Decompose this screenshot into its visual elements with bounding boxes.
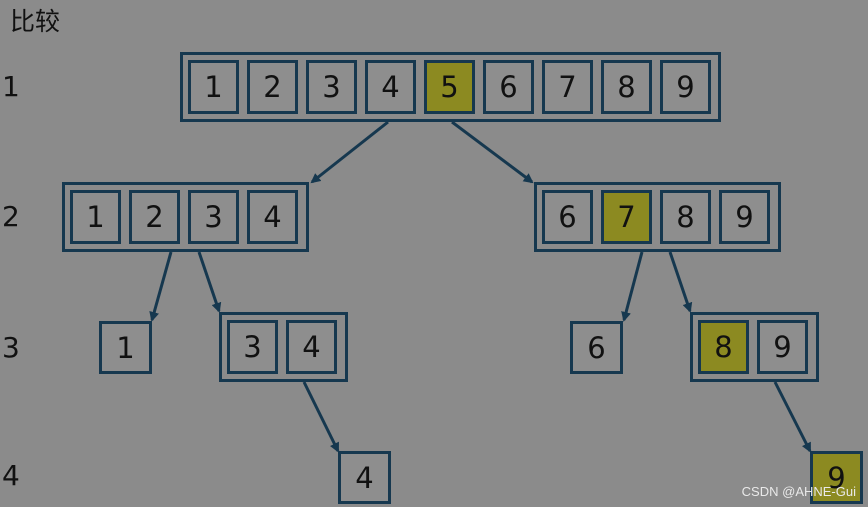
array-cell-2: 2 <box>247 60 298 114</box>
array-cell-4: 4 <box>365 60 416 114</box>
array-cell-6: 6 <box>483 60 534 114</box>
array-cell-3: 3 <box>227 320 278 374</box>
array-cell-5-pivot: 5 <box>424 60 475 114</box>
edge-arrow-n3b-to-n4a <box>302 381 340 453</box>
array-cell-2: 2 <box>129 190 180 244</box>
array-cell-9: 9 <box>757 320 808 374</box>
edge-arrow-n1-to-n2l <box>310 120 389 184</box>
subarray-node-n1 <box>180 52 721 122</box>
row-label-1: 1 <box>2 70 20 103</box>
edge-arrow-n1-to-n2r <box>451 120 534 184</box>
array-cell-7-pivot: 7 <box>601 190 652 244</box>
array-cell-8: 8 <box>660 190 711 244</box>
diagram-title: 比较 <box>10 7 61 36</box>
watermark: CSDN @AHNE-Gui <box>741 484 856 499</box>
array-cell-4: 4 <box>286 320 337 374</box>
array-cell-7: 7 <box>542 60 593 114</box>
array-cell-8-pivot: 8 <box>698 320 749 374</box>
array-cell-4: 4 <box>247 190 298 244</box>
array-cell-6: 6 <box>542 190 593 244</box>
array-cell-1: 1 <box>70 190 121 244</box>
array-cell-8: 8 <box>601 60 652 114</box>
array-cell-4: 4 <box>338 451 391 504</box>
edge-arrow-n2l-to-n3b <box>197 251 222 313</box>
edge-arrow-n2r-to-n3c <box>621 251 644 322</box>
subarray-node-n3d <box>690 312 819 382</box>
array-cell-3: 3 <box>306 60 357 114</box>
edge-arrow-n2l-to-n3a <box>149 251 173 322</box>
row-label-4: 4 <box>2 459 20 492</box>
array-cell-9-pivot: 9 <box>810 451 863 504</box>
row-label-3: 3 <box>2 331 20 364</box>
edge-arrow-n3d-to-n4b <box>773 381 812 453</box>
subarray-node-n2r <box>534 182 781 252</box>
array-cell-3: 3 <box>188 190 239 244</box>
array-cell-9: 9 <box>719 190 770 244</box>
array-cell-1: 1 <box>99 321 152 374</box>
array-cell-6: 6 <box>570 321 623 374</box>
subarray-node-n3b <box>219 312 348 382</box>
array-cell-9: 9 <box>660 60 711 114</box>
array-cell-1: 1 <box>188 60 239 114</box>
row-label-2: 2 <box>2 200 20 233</box>
edge-arrow-n2r-to-n3d <box>668 251 693 313</box>
subarray-node-n2l <box>62 182 309 252</box>
